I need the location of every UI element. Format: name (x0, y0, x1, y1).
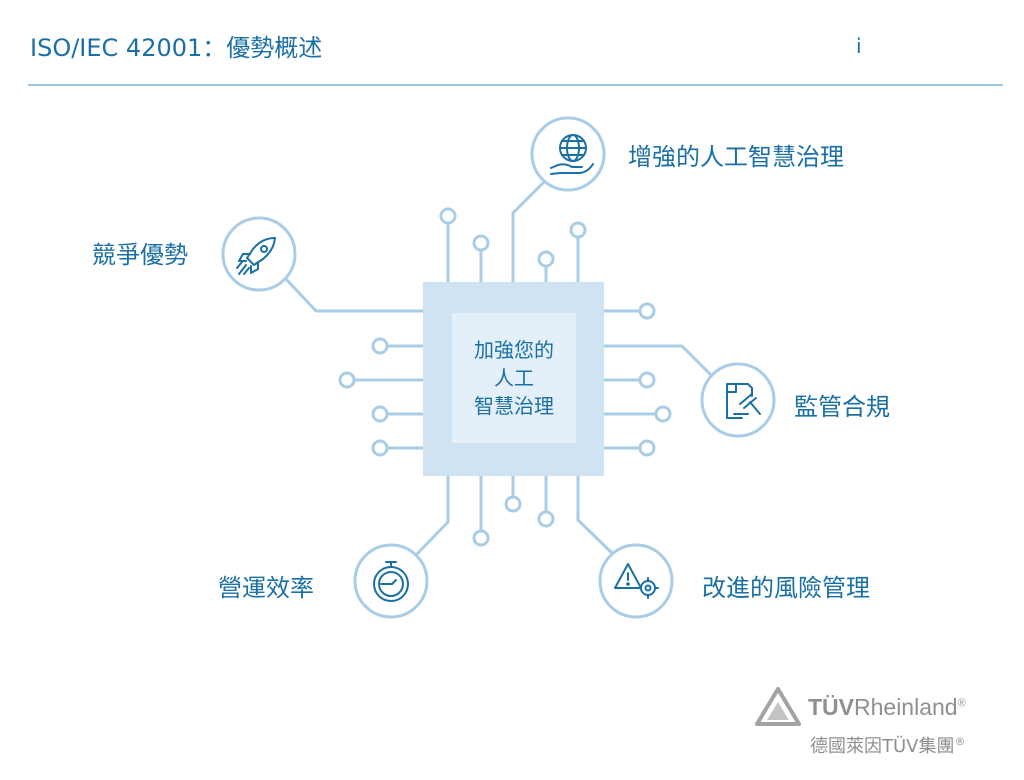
logo-name-bold: TÜV (808, 694, 854, 720)
connector-competitive (283, 276, 425, 313)
stopwatch-icon (373, 561, 409, 602)
benefit-competitive-label: 競爭優勢 (92, 241, 188, 269)
connector-risk (576, 474, 615, 556)
logo-subtitle-text: 德國萊因TÜV集團 (810, 736, 955, 757)
connector-compliance (602, 344, 714, 378)
competitive-icon-circle (221, 216, 297, 292)
compliance-icon-circle (700, 362, 776, 438)
header-divider (28, 84, 1003, 86)
tuv-rheinland-logo: TÜVRheinland® 德國萊因TÜV集團® (752, 682, 982, 764)
triangle-logo-icon (755, 687, 801, 726)
globe-in-hand-icon (550, 134, 594, 175)
logo-name-rest: Rheinland (854, 694, 958, 720)
rocket-icon (236, 237, 276, 275)
page-title: ISO/IEC 42001：優勢概述 (30, 34, 323, 62)
connector-governance (511, 176, 550, 284)
chip-center-line-1: 加強您的 (474, 338, 554, 362)
chip-center-label: 加強您的 人工 智慧治理 (452, 313, 576, 443)
logo-reg-mark: ® (957, 697, 966, 710)
connector-efficiency (413, 474, 450, 558)
benefit-governance-label: 增強的人工智慧治理 (628, 143, 844, 171)
document-gavel-icon (726, 383, 761, 419)
logo-subtitle: 德國萊因TÜV集團® (810, 732, 965, 758)
efficiency-icon-circle (353, 543, 429, 619)
chip-center-line-3: 智慧治理 (474, 394, 554, 418)
warning-gear-icon (614, 563, 659, 599)
logo-subtitle-reg-mark: ® (954, 735, 966, 748)
chip-core (452, 313, 576, 443)
header-mark: ⅰ (856, 34, 862, 58)
benefit-efficiency-label: 營運效率 (218, 574, 314, 602)
chip-center-line-2: 人工 (494, 366, 534, 390)
risk-icon-circle (598, 543, 674, 619)
logo-wordmark: TÜVRheinland® (808, 694, 966, 721)
benefit-compliance-label: 監管合規 (794, 393, 890, 421)
benefit-risk-label: 改進的風險管理 (702, 574, 870, 602)
